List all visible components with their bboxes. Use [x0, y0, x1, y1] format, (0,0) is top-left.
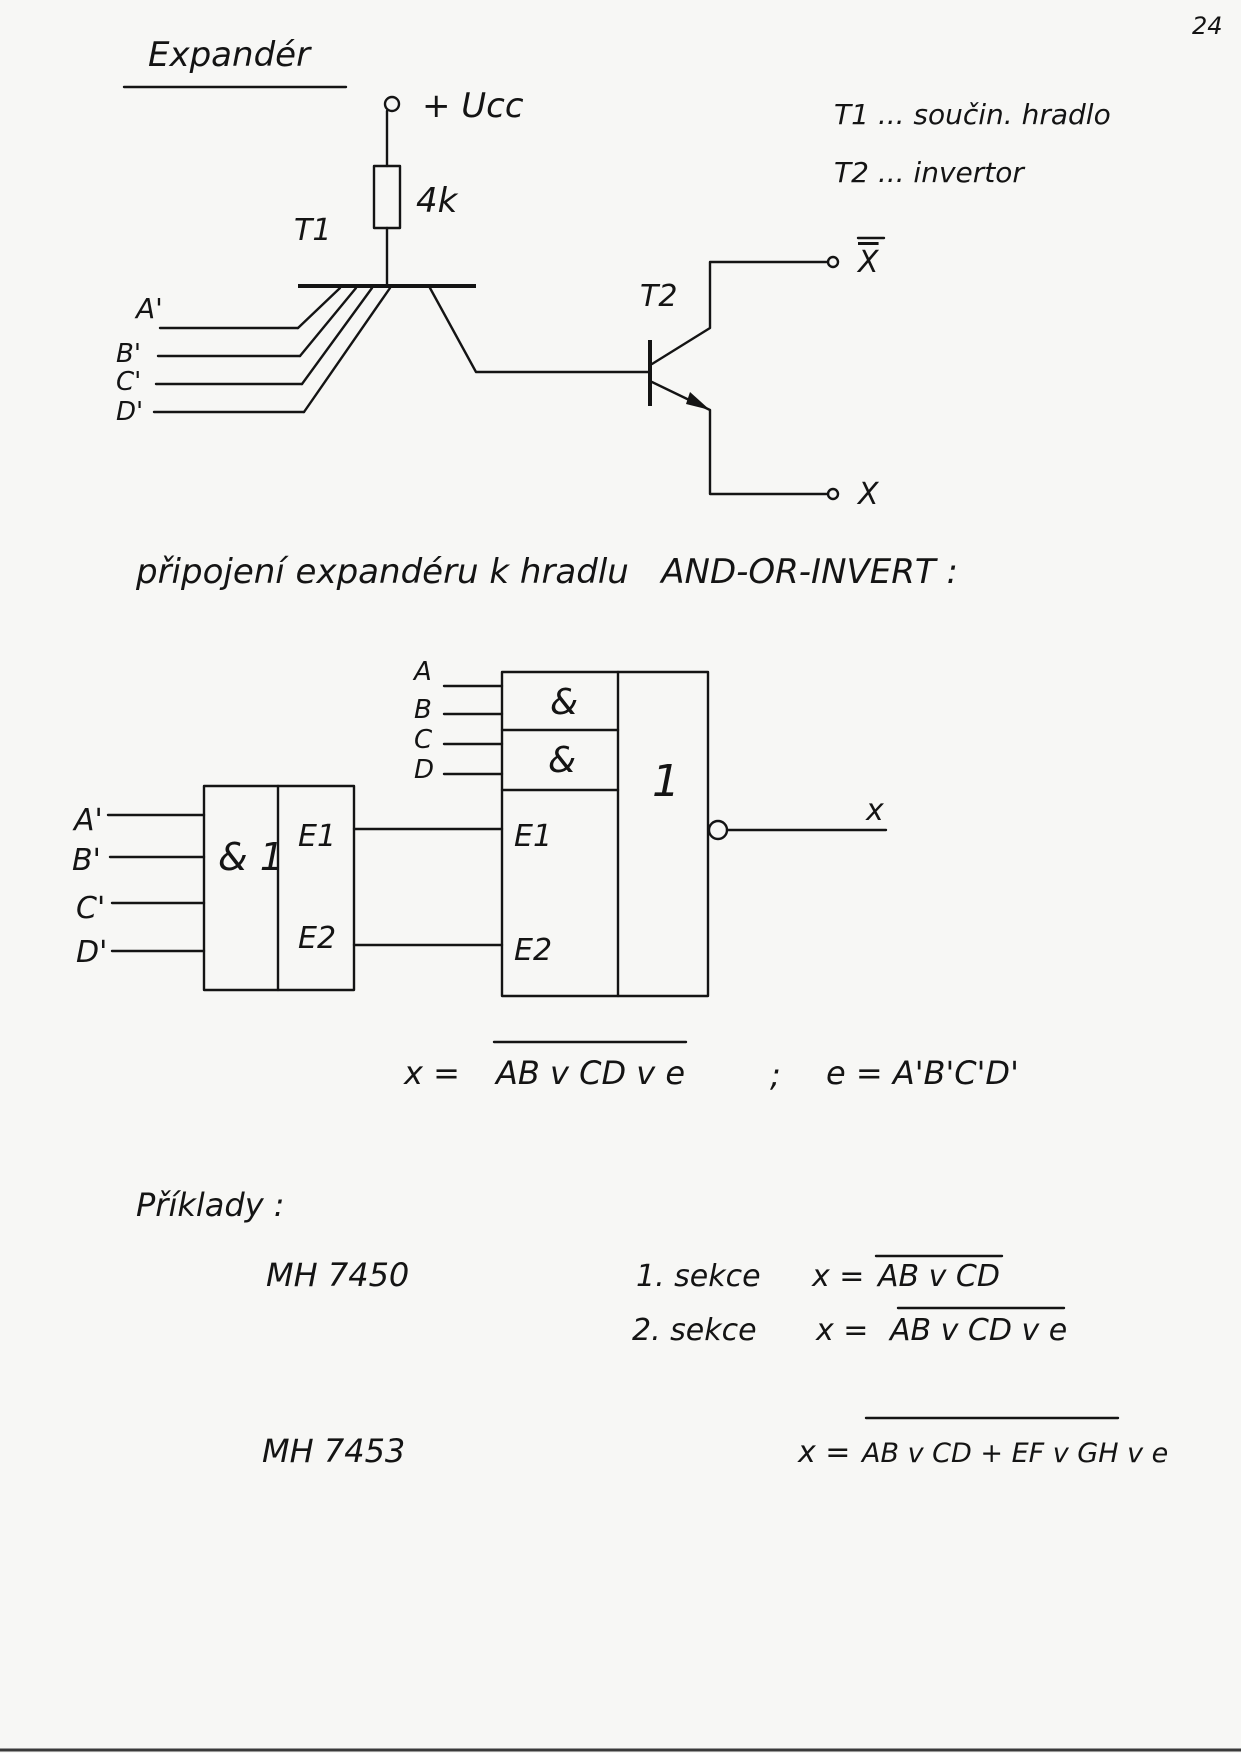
emitter-arrow-icon: [686, 392, 710, 410]
input-label-b: B': [116, 339, 141, 369]
connection-heading: připojení expandéru k hradlu AND-OR-INVE…: [135, 552, 958, 592]
aoi-input-label-a: A: [412, 657, 432, 687]
aoi-block: [500, 670, 710, 998]
or-symbol: 1: [652, 756, 680, 807]
page-title: Expandér: [148, 35, 312, 75]
example-1-row-2-lhs: x =: [815, 1313, 868, 1348]
emitter-line-b: [298, 286, 358, 358]
resistor: [372, 164, 402, 230]
page-number: 24: [1192, 12, 1223, 40]
t1-to-t2-wire: [428, 286, 652, 374]
aoi-gate-diagram: & 1 E1 E2 A' B' C' D' & & 1 E1 E2 A B C …: [72, 657, 888, 998]
input-label-d: D': [116, 397, 143, 427]
examples-heading: Příklady :: [136, 1186, 285, 1224]
and-symbol-1: &: [550, 682, 578, 723]
resistor-label: 4k: [416, 181, 459, 221]
aoi-input-label-b: B: [414, 695, 432, 725]
expander-symbol: & 1: [218, 835, 284, 879]
output-terminal: [826, 487, 840, 501]
example-1-row-2-section: 2. sekce: [632, 1313, 757, 1348]
formula-lhs: x =: [403, 1054, 460, 1092]
expander-circuit: + Ucc 4k T1 A' B' C' D' T2 X X: [116, 86, 1111, 512]
example-2-row-1-rhs: AB v CD + EF v GH v e: [860, 1438, 1168, 1469]
example-2-row-1-lhs: x =: [797, 1435, 850, 1470]
aoi-input-label-c: C: [414, 725, 433, 755]
emitter-line-a: [296, 286, 342, 330]
expander-output-e1: E1: [298, 819, 336, 854]
legend-t1: T1 ... součin. hradlo: [834, 98, 1111, 131]
example-1-row-1-lhs: x =: [811, 1259, 864, 1294]
example-part-1: MH 7450: [266, 1256, 409, 1294]
t2-emitter-wire: [650, 380, 830, 496]
emitter-line-d: [302, 286, 392, 414]
aoi-input-label-d: D: [414, 755, 434, 785]
inversion-bubble: [707, 819, 729, 841]
expander-input-label-c: C': [76, 891, 105, 926]
input-label-c: C': [116, 367, 141, 397]
t1-label: T1: [294, 213, 331, 248]
main-formula: x = AB v CD v e ; e = A'B'C'D': [403, 1040, 1019, 1094]
aoi-input-e2: E2: [514, 933, 552, 968]
gate-output-label: x: [865, 793, 884, 828]
and-symbol-2: &: [548, 740, 576, 781]
formula-e-definition: e = A'B'C'D': [826, 1054, 1019, 1092]
example-part-2: MH 7453: [262, 1432, 405, 1470]
legend-t2: T2 ... invertor: [834, 156, 1025, 189]
example-1-row-1-section: 1. sekce: [636, 1259, 761, 1294]
example-1-row-1-rhs: AB v CD: [876, 1259, 1000, 1294]
examples-section: Příklady : MH 7450 1. sekce x = AB v CD …: [136, 1186, 1168, 1470]
expander-output-e2: E2: [298, 921, 336, 956]
input-label-a: A': [134, 292, 163, 325]
supply-terminal: [383, 95, 401, 113]
expander-input-label-d: D': [76, 935, 107, 970]
example-1-row-2-rhs: AB v CD v e: [888, 1313, 1067, 1348]
t2-collector-wire: [650, 260, 830, 366]
formula-rhs: AB v CD v e: [494, 1054, 685, 1092]
expander-input-label-b: B': [72, 843, 101, 878]
output-label: X: [856, 477, 880, 512]
t2-label: T2: [640, 279, 677, 314]
formula-separator: ;: [770, 1056, 781, 1094]
output-not-label: X: [856, 245, 880, 280]
expander-input-label-a: A': [72, 803, 103, 838]
output-not-terminal: [826, 255, 840, 269]
supply-label: + Ucc: [422, 86, 524, 126]
aoi-input-e1: E1: [514, 819, 552, 854]
emitter-line-c: [300, 286, 374, 386]
